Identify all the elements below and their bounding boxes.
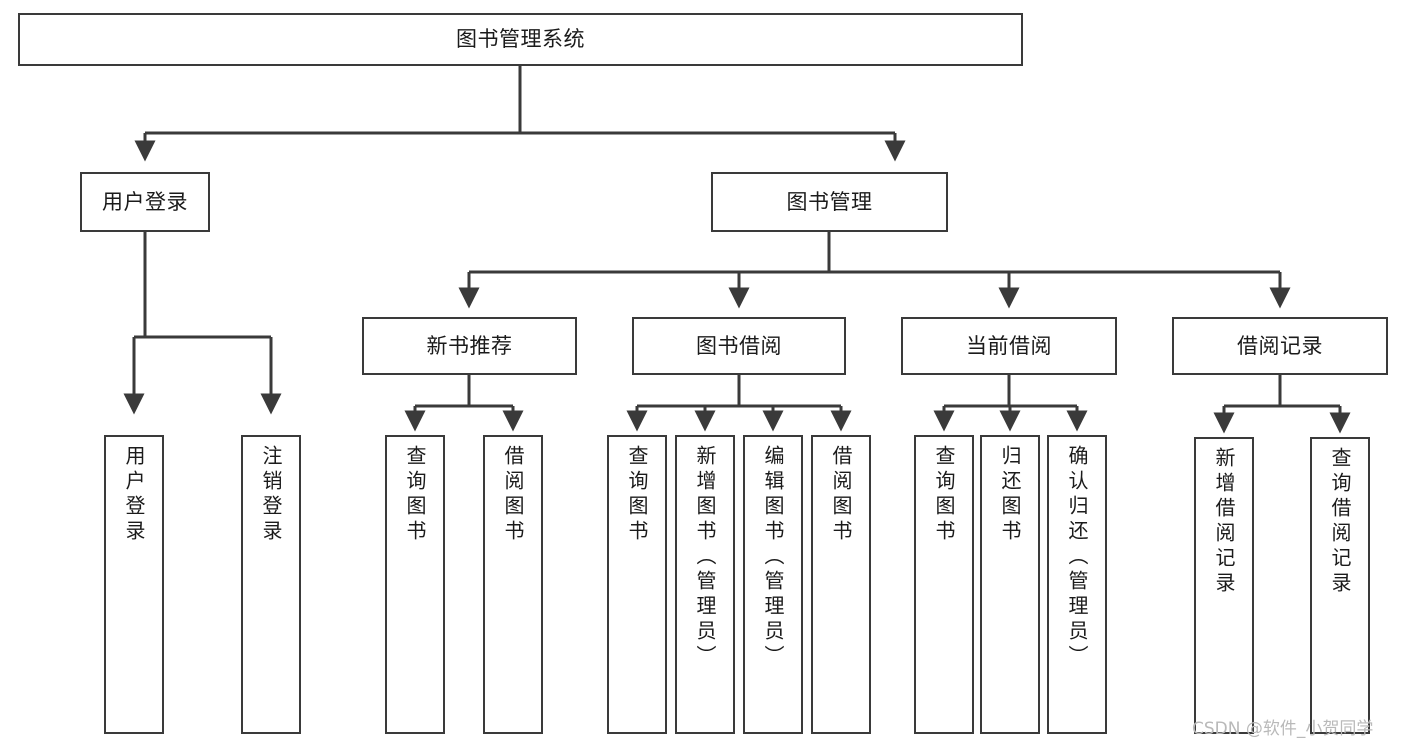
node-book-borrow[interactable]: 图书借阅: [632, 317, 846, 375]
node-label: 归还图书: [998, 445, 1022, 545]
leaf-book-borrow-add-book-admin[interactable]: 新增图书（管理员）: [675, 435, 735, 734]
node-root-book-management-system[interactable]: 图书管理系统: [18, 13, 1023, 66]
csdn-watermark: CSDN @软件_小贺同学: [1192, 719, 1374, 739]
node-label: 确认归还（管理员）: [1065, 445, 1089, 670]
node-label: 用户登录: [122, 445, 146, 545]
node-user-login[interactable]: 用户登录: [80, 172, 210, 232]
leaf-current-borrow-confirm-return-admin[interactable]: 确认归还（管理员）: [1047, 435, 1107, 734]
node-label: 用户登录: [102, 189, 188, 214]
leaf-new-book-borrow-book[interactable]: 借阅图书: [483, 435, 543, 734]
node-label: 借阅记录: [1237, 333, 1323, 358]
node-label: 当前借阅: [966, 333, 1052, 358]
leaf-borrow-record-add-record[interactable]: 新增借阅记录: [1194, 437, 1254, 734]
node-current-borrow[interactable]: 当前借阅: [901, 317, 1117, 375]
node-label: 查询图书: [625, 445, 649, 545]
node-label: 查询借阅记录: [1328, 447, 1352, 597]
node-label: 查询图书: [403, 445, 427, 545]
leaf-current-borrow-query-book[interactable]: 查询图书: [914, 435, 974, 734]
leaf-book-borrow-borrow-book[interactable]: 借阅图书: [811, 435, 871, 734]
leaf-current-borrow-return-book[interactable]: 归还图书: [980, 435, 1040, 734]
node-label: 新增图书（管理员）: [693, 445, 717, 670]
leaf-borrow-record-query-record[interactable]: 查询借阅记录: [1310, 437, 1370, 734]
leaf-book-borrow-edit-book-admin[interactable]: 编辑图书（管理员）: [743, 435, 803, 734]
node-label: 新增借阅记录: [1212, 447, 1236, 597]
node-label: 查询图书: [932, 445, 956, 545]
node-label: 图书管理: [786, 189, 873, 214]
node-label: 图书借阅: [696, 333, 782, 358]
leaf-user-login-login[interactable]: 用户登录: [104, 435, 164, 734]
leaf-book-borrow-query-book[interactable]: 查询图书: [607, 435, 667, 734]
node-label: 编辑图书（管理员）: [761, 445, 785, 670]
node-book-management[interactable]: 图书管理: [711, 172, 948, 232]
node-label: 借阅图书: [829, 445, 853, 545]
node-borrow-record[interactable]: 借阅记录: [1172, 317, 1388, 375]
leaf-new-book-query-book[interactable]: 查询图书: [385, 435, 445, 734]
node-new-book-recommend[interactable]: 新书推荐: [362, 317, 577, 375]
node-label: 注销登录: [259, 445, 283, 545]
node-label: 新书推荐: [426, 333, 513, 358]
node-label: 图书管理系统: [456, 27, 585, 52]
node-label: 借阅图书: [501, 445, 525, 545]
leaf-user-login-logout[interactable]: 注销登录: [241, 435, 301, 734]
